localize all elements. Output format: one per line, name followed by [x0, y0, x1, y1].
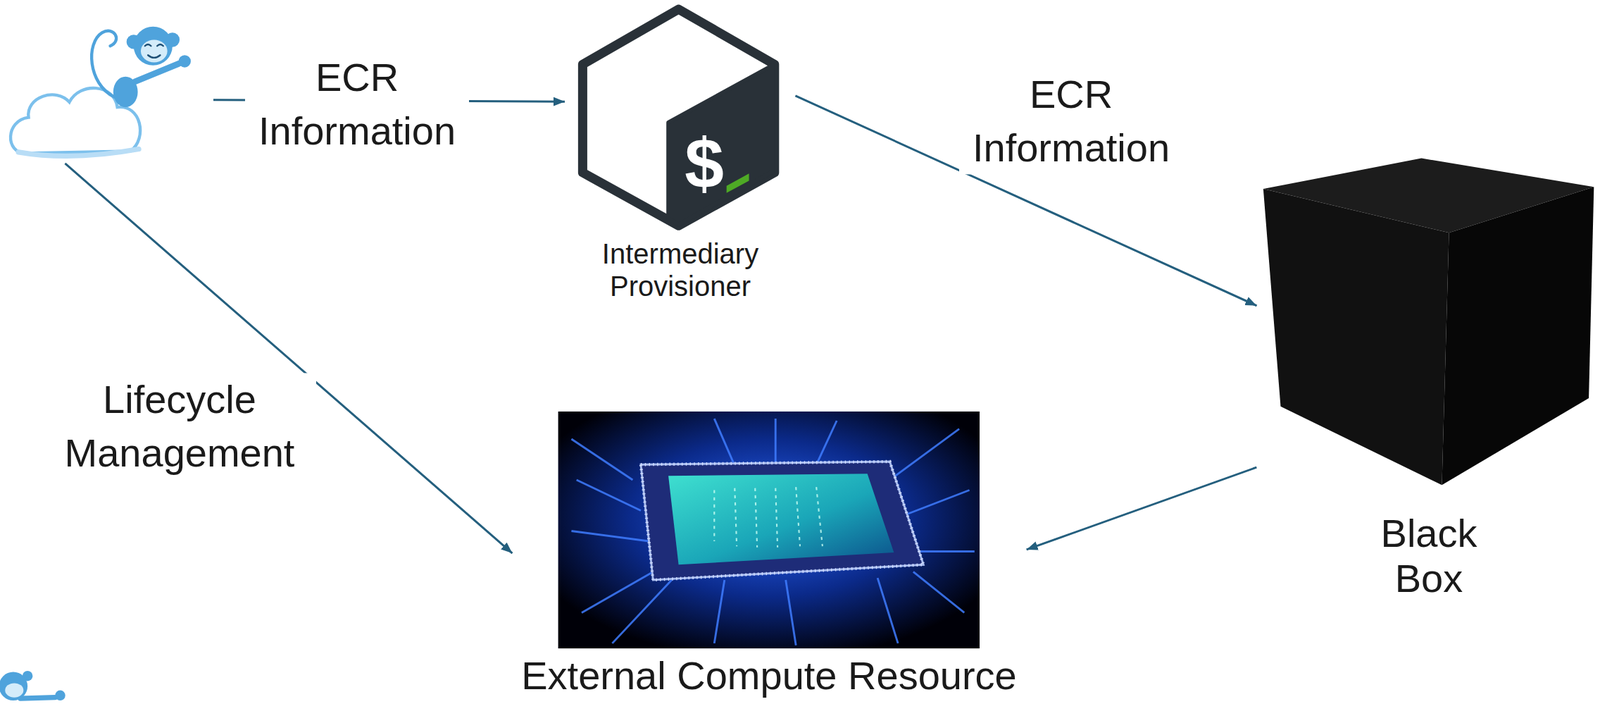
cloud-node [4, 0, 210, 161]
circuit-traces [571, 418, 974, 646]
compute-node: External Compute Resource [515, 411, 1023, 698]
cube-front [1263, 188, 1450, 485]
monkey-head [133, 26, 173, 66]
terminal-face [668, 65, 773, 225]
chip-circuitry [714, 486, 823, 547]
monkey-eyes [145, 44, 164, 58]
monkey-arm [134, 63, 180, 82]
connector-arrow [1026, 466, 1258, 550]
chip-package [640, 461, 924, 580]
monkey-face [140, 40, 168, 63]
small-monkey-arm [20, 697, 55, 698]
node-label: Black Box [1351, 510, 1507, 602]
edge-label: Lifecycle Management [42, 372, 317, 479]
cloud-swoosh [18, 149, 139, 157]
node-label: Intermediary Provisioner [574, 237, 786, 303]
terminal-hexagon [582, 9, 774, 226]
black-box-node: Black Box [1260, 158, 1598, 602]
small-monkey-head [0, 671, 28, 700]
small-monkey-hand [54, 690, 65, 700]
chip-photo [558, 411, 980, 648]
connector-arrow [64, 163, 512, 553]
edge-label: ECR Information [245, 50, 470, 158]
small-monkey-face [4, 682, 24, 697]
chip-die [668, 473, 894, 565]
terminal-cursor [726, 173, 750, 193]
node-label: External Compute Resource [521, 653, 1017, 698]
edge-label: ECR Information [959, 67, 1184, 174]
chip-pins [640, 461, 924, 580]
provisioner-node: Intermediary Provisioner [569, 4, 792, 303]
cube-side [1441, 186, 1594, 485]
monkey-tail [91, 30, 117, 98]
monkey-hand [178, 54, 191, 67]
terminal-symbol: $ [684, 128, 724, 199]
